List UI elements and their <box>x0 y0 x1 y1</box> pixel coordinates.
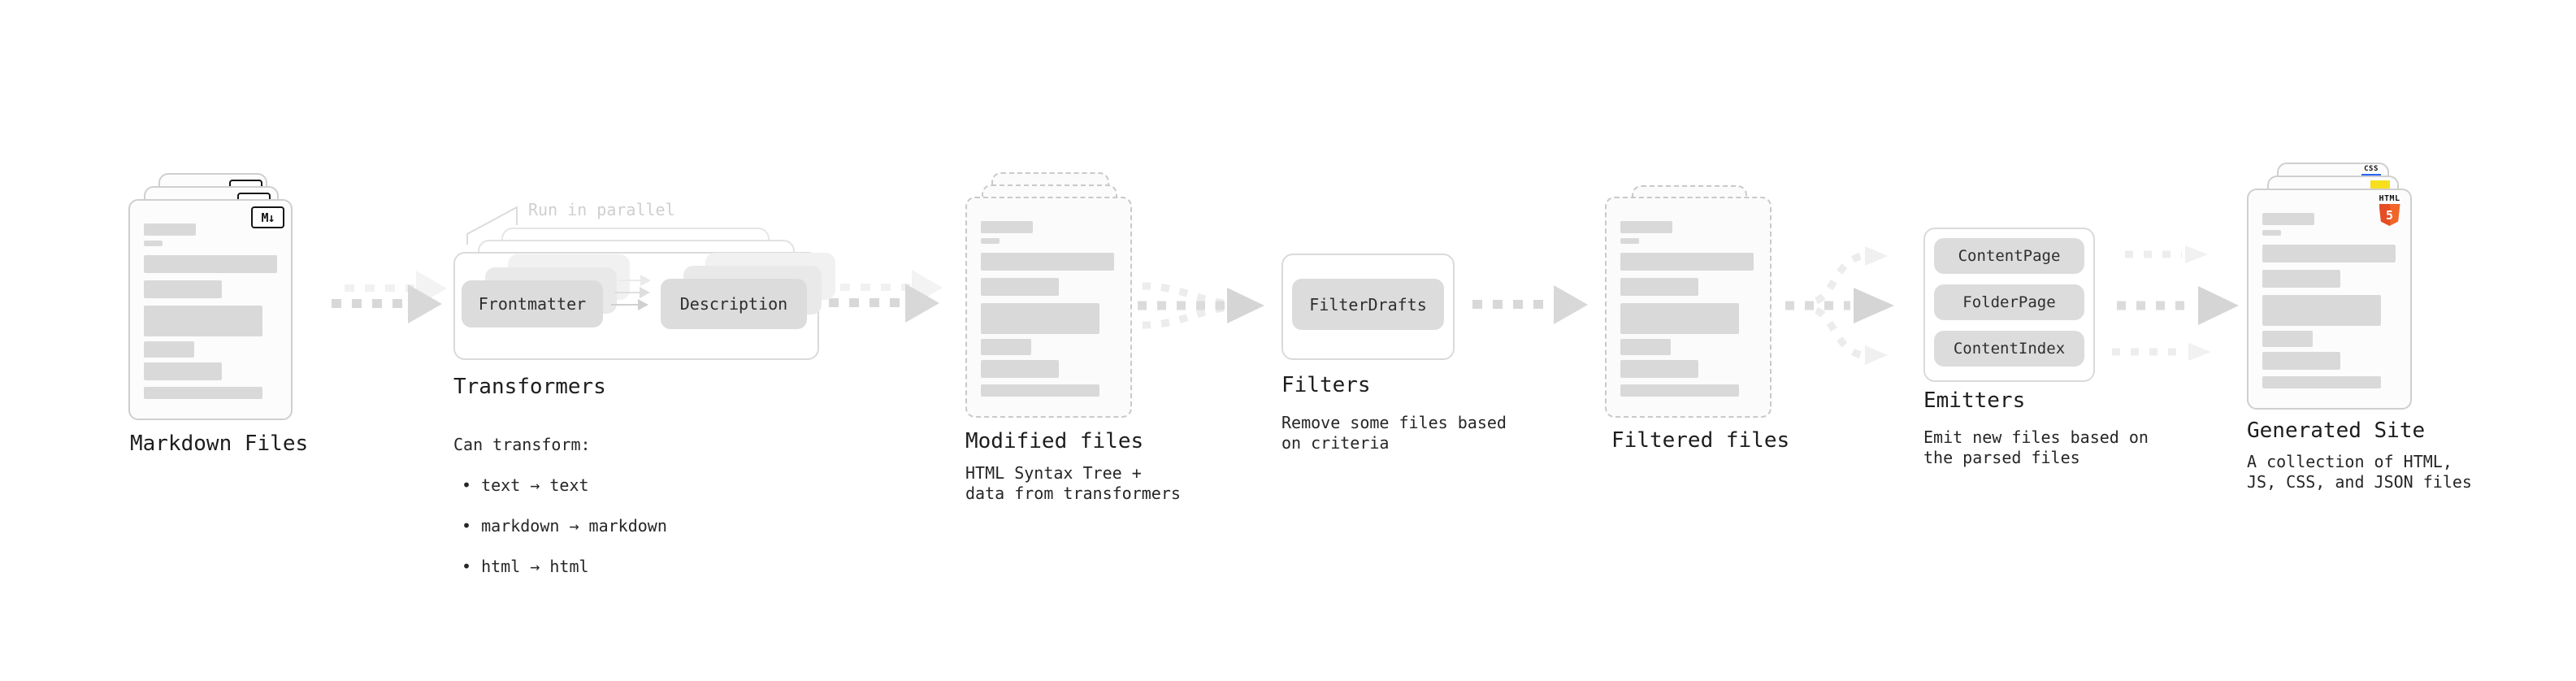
skeleton-line <box>144 280 222 298</box>
skeleton-line <box>1620 221 1672 233</box>
stage-description-filters: Remove some files based on criteria <box>1281 413 1507 453</box>
skeleton-line <box>981 238 1000 244</box>
js-badge-icon <box>2370 180 2390 189</box>
dashed-arrow-line <box>345 284 414 292</box>
skeleton-line <box>1620 384 1739 397</box>
stage-label-filtered-files: Filtered files <box>1611 428 1790 453</box>
stage-description-generated: A collection of HTML, JS, CSS, and JSON … <box>2247 452 2472 492</box>
skeleton-line <box>1620 253 1754 271</box>
converge-arrows-icon <box>1138 282 1264 329</box>
stage-description-emitters: Emit new files based on the parsed files <box>1923 427 2149 467</box>
skeleton-line <box>981 253 1114 271</box>
callout-run-in-parallel: Run in parallel <box>528 200 675 219</box>
skeleton-line <box>981 221 1033 233</box>
emitter-pill-folderpage: FolderPage <box>1934 284 2084 320</box>
stage-label-generated-site: Generated Site <box>2247 419 2426 443</box>
callout-connector-line <box>466 206 518 245</box>
dashed-arrow-line <box>840 284 910 291</box>
mini-arrow-icon <box>618 275 651 286</box>
skeleton-line <box>981 339 1031 355</box>
modified-file-card <box>965 197 1132 418</box>
transform-bullet: • text → text <box>462 475 589 495</box>
css-badge-icon: CSS <box>2361 166 2381 176</box>
skeleton-line <box>144 255 277 273</box>
markdown-file-card: M↓ <box>128 199 293 420</box>
stage-label-transformers: Transformers <box>453 375 606 399</box>
dashed-arrow-line <box>332 299 406 308</box>
dashed-arrow-line <box>1472 300 1550 309</box>
skeleton-line <box>1620 278 1698 296</box>
generated-site-card: HTML 5 <box>2247 189 2412 410</box>
stage-description-modified: HTML Syntax Tree + data from transformer… <box>965 463 1181 503</box>
html5-badge-icon: HTML 5 <box>2379 194 2400 226</box>
skeleton-line <box>2262 245 2396 262</box>
skeleton-line <box>2262 331 2313 347</box>
skeleton-line <box>981 360 1059 378</box>
dashed-arrow-head <box>1554 285 1588 324</box>
stage-description-transformers: Can transform: • text → text • markdown … <box>453 414 667 597</box>
emitter-pill-contentindex: ContentIndex <box>1934 331 2084 367</box>
skeleton-line <box>2262 213 2314 225</box>
markdown-badge-icon: M↓ <box>251 206 284 228</box>
filtered-file-card <box>1605 197 1772 418</box>
skeleton-line <box>2262 376 2381 388</box>
skeleton-line <box>1620 303 1739 334</box>
html5-shield-icon: 5 <box>2379 204 2400 226</box>
mini-arrow-icon <box>614 287 650 298</box>
skeleton-line <box>981 303 1099 334</box>
skeleton-line <box>2262 270 2340 288</box>
dashed-arrow-head <box>905 284 939 323</box>
skeleton-line <box>2262 352 2340 370</box>
triple-arrows-icon <box>2112 245 2239 361</box>
skeleton-line <box>144 306 262 336</box>
skeleton-line <box>1620 339 1671 355</box>
skeleton-line <box>981 384 1099 397</box>
skeleton-line <box>144 362 222 380</box>
mini-arrow-icon <box>611 299 648 310</box>
dashed-arrow-head <box>408 284 442 323</box>
skeleton-line <box>144 241 163 246</box>
stage-label-modified-files: Modified files <box>965 429 1144 453</box>
transform-bullet: • markdown → markdown <box>462 516 667 536</box>
emitter-pill-contentpage: ContentPage <box>1934 238 2084 274</box>
css-badge-bar <box>2361 174 2381 176</box>
html5-shield-number: 5 <box>2385 207 2394 223</box>
transformers-desc-title: Can transform: <box>453 435 591 454</box>
pill-description: Description <box>661 279 807 329</box>
pill-filterdrafts: FilterDrafts <box>1292 279 1444 330</box>
skeleton-line <box>1620 360 1698 378</box>
skeleton-line <box>144 223 196 236</box>
stage-label-markdown-files: Markdown Files <box>130 432 309 456</box>
html5-badge-label: HTML <box>2379 194 2400 203</box>
skeleton-line <box>144 341 194 358</box>
stage-label-emitters: Emitters <box>1923 388 2026 413</box>
css-badge-label: CSS <box>2364 165 2379 173</box>
skeleton-line <box>1620 238 1639 244</box>
skeleton-line <box>981 278 1059 296</box>
diverge-arrows-icon <box>1785 246 1894 365</box>
dashed-arrow-line <box>829 298 904 307</box>
pill-frontmatter: Frontmatter <box>462 280 603 327</box>
transform-bullet: • html → html <box>462 557 589 576</box>
skeleton-line <box>144 387 262 399</box>
stage-label-filters: Filters <box>1281 373 1371 397</box>
skeleton-line <box>2262 230 2281 236</box>
skeleton-line <box>2262 295 2381 326</box>
